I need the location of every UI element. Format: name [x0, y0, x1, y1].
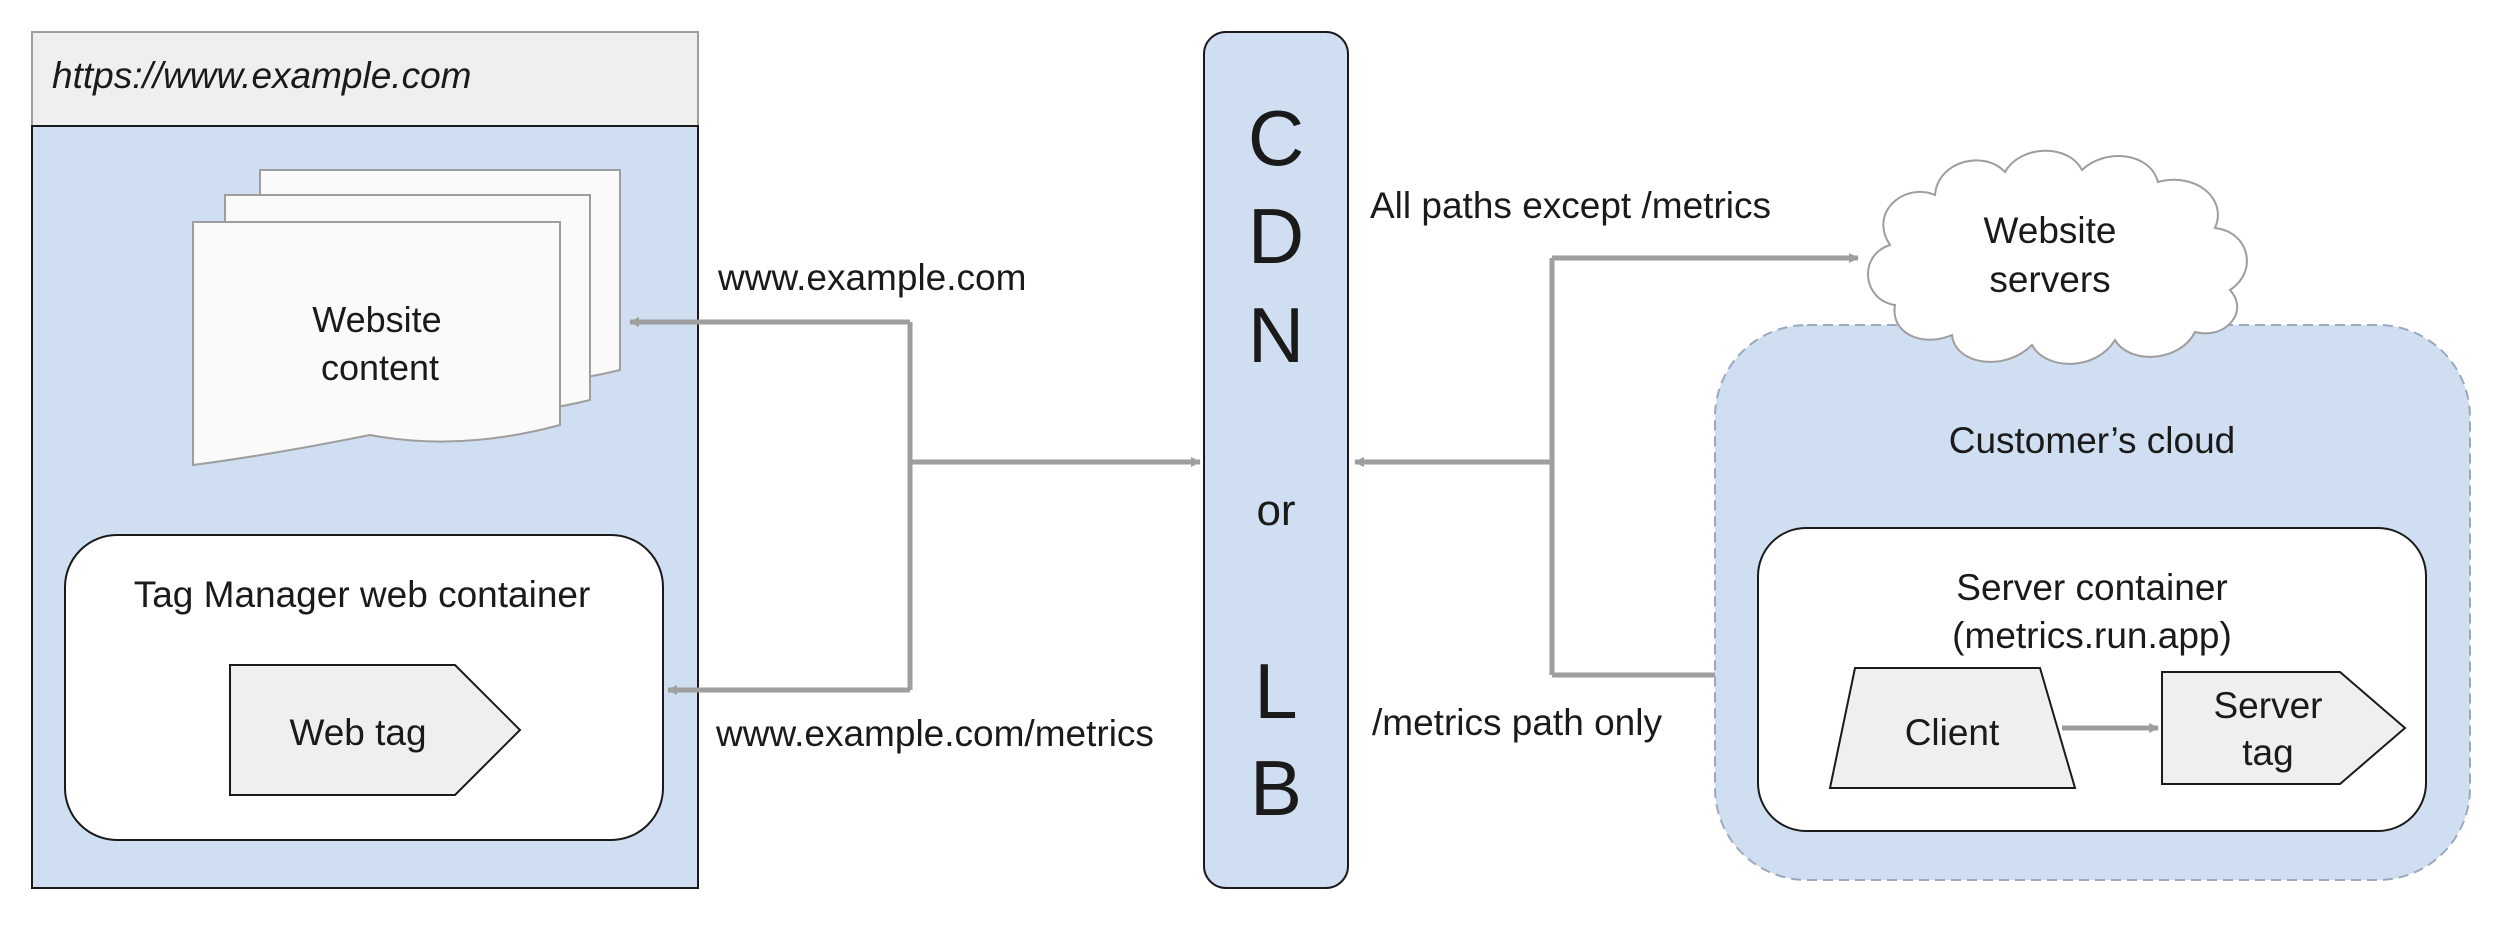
website-content-label-line2: content: [321, 347, 439, 388]
cdn-letter-l: L: [1254, 647, 1297, 735]
customer-cloud: Customer’s cloud Server container (metri…: [1714, 324, 2471, 881]
web-tag-shape[interactable]: [229, 664, 522, 796]
left-connectors: [629, 317, 1201, 695]
web-container-title: Tag Manager web container: [134, 574, 591, 615]
web-tag-label: Web tag: [289, 712, 426, 753]
cdn-letter-b: B: [1250, 744, 1302, 832]
website-servers-cloud: Website servers: [1867, 149, 2248, 365]
browser-url: https://www.example.com: [52, 55, 471, 96]
cloud-shape[interactable]: [1867, 149, 2248, 365]
client-shape[interactable]: [1828, 667, 2077, 789]
website-content-document: Website content: [192, 169, 621, 467]
website-servers-label-line2: servers: [1989, 259, 2110, 300]
edge-label-www: www.example.com: [717, 257, 1026, 298]
browser-address-bar[interactable]: [31, 31, 699, 127]
edge-label-all-paths: All paths except /metrics: [1370, 185, 1771, 226]
page-layer-front: [192, 221, 561, 467]
cdn-lb-box[interactable]: [1203, 31, 1349, 889]
cdn-letter-c: C: [1248, 94, 1304, 182]
website-servers-label-line1: Website: [1984, 210, 2117, 251]
cdn-letter-n: N: [1248, 291, 1304, 379]
cdn-lb-node: C D N or L B: [1203, 31, 1349, 889]
cdn-letter-d: D: [1248, 192, 1304, 280]
web-container: Tag Manager web container Web tag: [64, 534, 664, 841]
website-content-label-line1: Website: [312, 299, 441, 340]
cdn-word-or: or: [1256, 486, 1295, 535]
server-tag-shape[interactable]: [2161, 671, 2407, 785]
edge-label-www-metrics: www.example.com/metrics: [715, 713, 1154, 754]
client-label: Client: [1905, 712, 2000, 753]
customer-cloud-title: Customer’s cloud: [1949, 420, 2236, 461]
server-container-host: (metrics.run.app): [1952, 615, 2232, 656]
edge-label-metrics-only: /metrics path only: [1372, 702, 1662, 743]
server-tag-label-line2: tag: [2242, 732, 2293, 773]
server-container-title: Server container: [1956, 567, 2227, 608]
server-tag-label-line1: Server: [2214, 685, 2323, 726]
